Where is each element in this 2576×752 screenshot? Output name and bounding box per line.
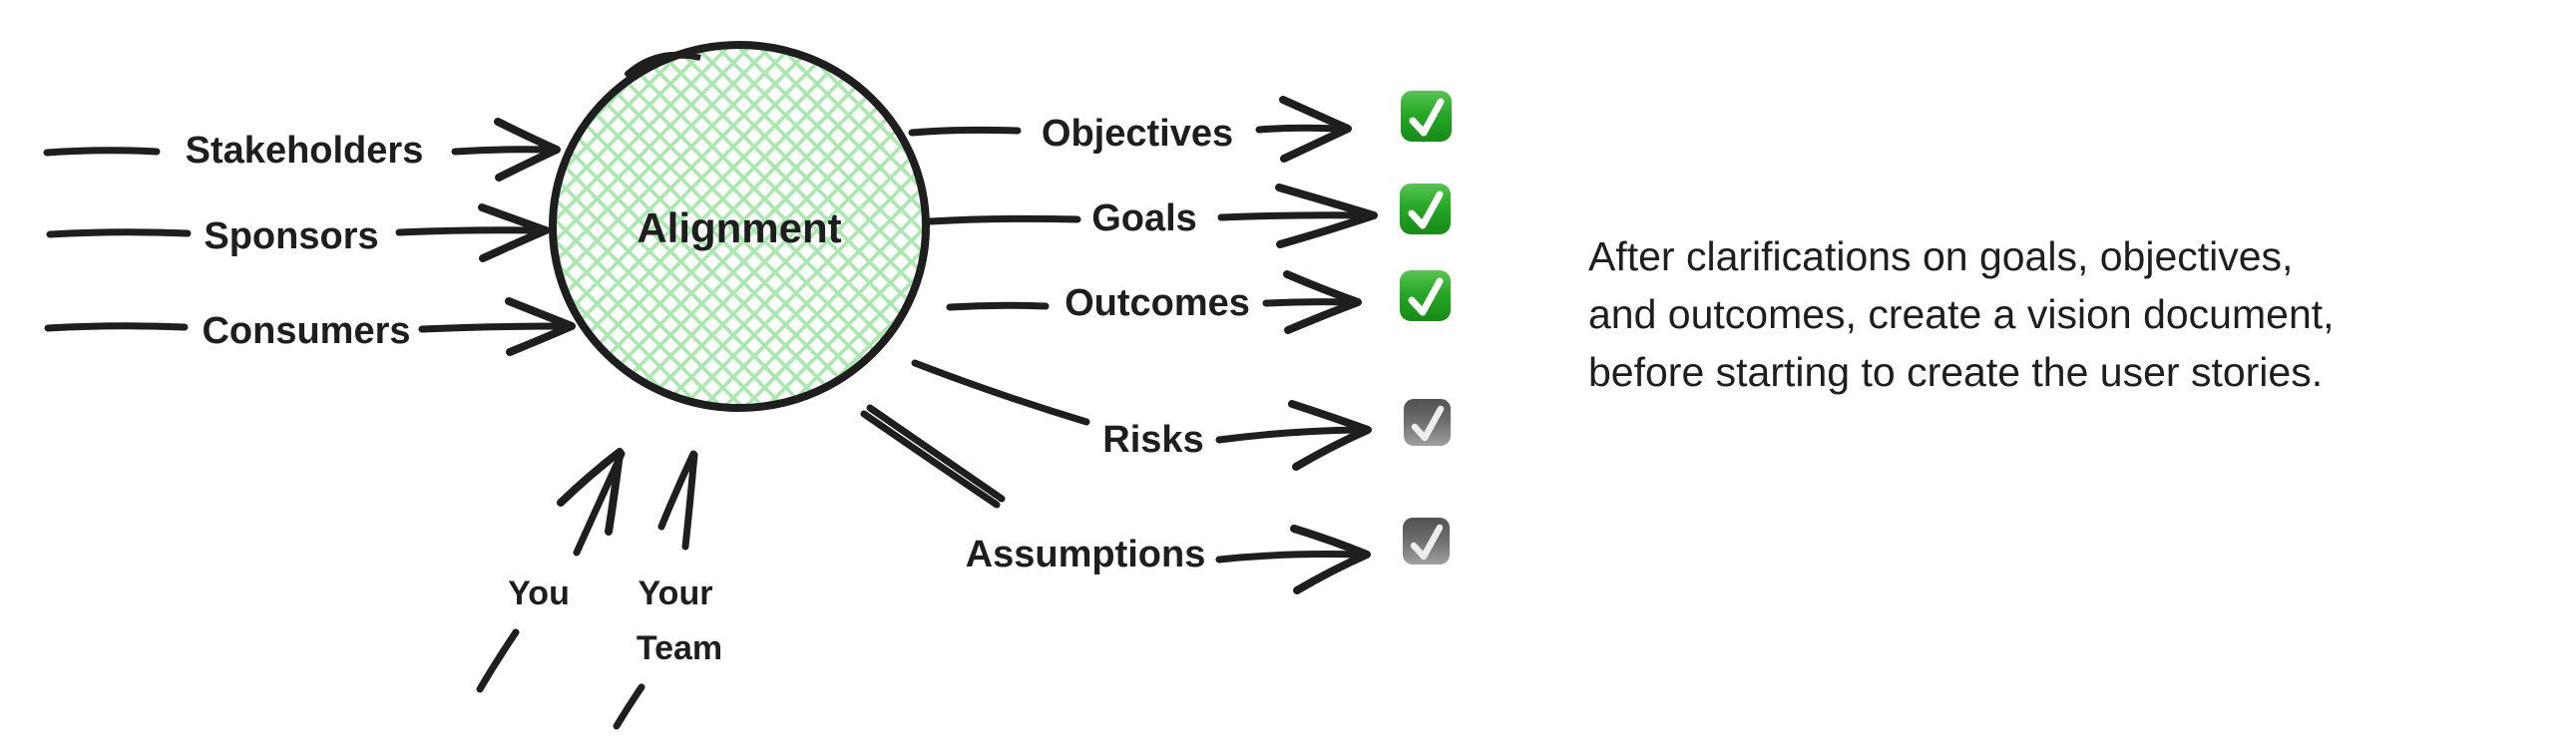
output-label-goals: Goals <box>1091 197 1197 239</box>
consumers-arrow-shaft <box>418 322 569 333</box>
output-row-outcomes: Outcomes <box>946 270 1451 334</box>
outcomes-arrow-shaft <box>1262 298 1354 307</box>
sponsors-arrow-shaft <box>395 226 543 236</box>
your-team-arrow-stroke-1 <box>657 450 697 531</box>
output-label-risks: Risks <box>1102 419 1203 461</box>
input-label-stakeholders: Stakeholders <box>186 130 424 172</box>
output-label-objectives: Objectives <box>1042 113 1233 155</box>
outcomes-lead-line <box>946 301 1050 311</box>
output-label-assumptions: Assumptions <box>966 534 1206 575</box>
consumers-arrowhead-icon <box>505 297 576 356</box>
input-label-consumers: Consumers <box>202 310 410 352</box>
objectives-lead-line <box>908 126 1022 137</box>
input-label-sponsors: Sponsors <box>204 215 378 257</box>
contributor-your-team: Your Team <box>613 450 722 730</box>
output-label-outcomes: Outcomes <box>1065 282 1250 324</box>
you-tail-stroke <box>476 628 520 693</box>
sponsors-lead-line <box>46 228 192 238</box>
checkbox-risks-gray-check-icon <box>1404 399 1451 446</box>
circle-hatch-fill <box>549 41 930 412</box>
output-row-assumptions: Assumptions <box>860 404 1450 594</box>
input-row-stakeholders: Stakeholders <box>43 118 561 182</box>
you-arrowhead-icon <box>557 448 624 536</box>
objectives-arrowhead-icon <box>1279 96 1352 163</box>
assumptions-lead-line-1 <box>866 404 1006 503</box>
your-team-tail-stroke <box>613 683 645 730</box>
input-row-sponsors: Sponsors <box>46 203 550 262</box>
checkbox-objectives-green-check-icon <box>1401 91 1452 142</box>
risks-arrowhead-icon <box>1288 400 1372 471</box>
alignment-circle: Alignment <box>549 41 930 412</box>
assumptions-arrowhead-icon <box>1290 525 1371 594</box>
output-row-goals: Goals <box>926 184 1451 248</box>
risks-lead-line <box>911 359 1090 426</box>
contributor-you: You <box>476 448 626 693</box>
sponsors-arrowhead-icon <box>478 203 550 262</box>
contributor-label-team: Team <box>637 629 722 667</box>
pen-overlap-squiggle <box>625 51 701 77</box>
alignment-label: Alignment <box>637 204 841 251</box>
checkbox-assumptions-gray-check-icon <box>1403 518 1450 564</box>
note-line-2: and outcomes, create a vision document, <box>1588 291 2335 337</box>
note-line-1: After clarifications on goals, objective… <box>1588 233 2294 279</box>
assumptions-arrow-shaft <box>1215 551 1362 564</box>
checkbox-goals-green-check-icon <box>1400 184 1451 234</box>
checkbox-outcomes-green-check-icon <box>1400 270 1451 321</box>
goals-lead-line <box>926 214 1081 225</box>
stakeholders-arrow-shaft <box>451 146 553 156</box>
assumptions-lead-line-2 <box>860 410 1001 509</box>
contributor-label-you: You <box>508 574 570 612</box>
outcomes-arrowhead-icon <box>1283 270 1362 334</box>
consumers-lead-line <box>44 322 189 332</box>
stakeholders-arrowhead-icon <box>494 118 561 182</box>
risks-arrow-shaft <box>1215 426 1363 444</box>
input-row-consumers: Consumers <box>44 297 576 356</box>
goals-arrowhead-icon <box>1275 184 1378 248</box>
stakeholders-lead-line <box>43 147 161 157</box>
output-row-risks: Risks <box>911 359 1451 471</box>
your-team-arrow-stroke-2 <box>681 451 698 551</box>
goals-arrow-shaft <box>1217 211 1369 221</box>
contributor-label-your: Your <box>639 574 713 612</box>
instruction-note: After clarifications on goals, objective… <box>1588 227 2566 401</box>
output-row-objectives: Objectives <box>908 91 1452 163</box>
objectives-arrow-shaft <box>1255 124 1343 134</box>
note-line-3: before starting to create the user stori… <box>1588 349 2324 395</box>
